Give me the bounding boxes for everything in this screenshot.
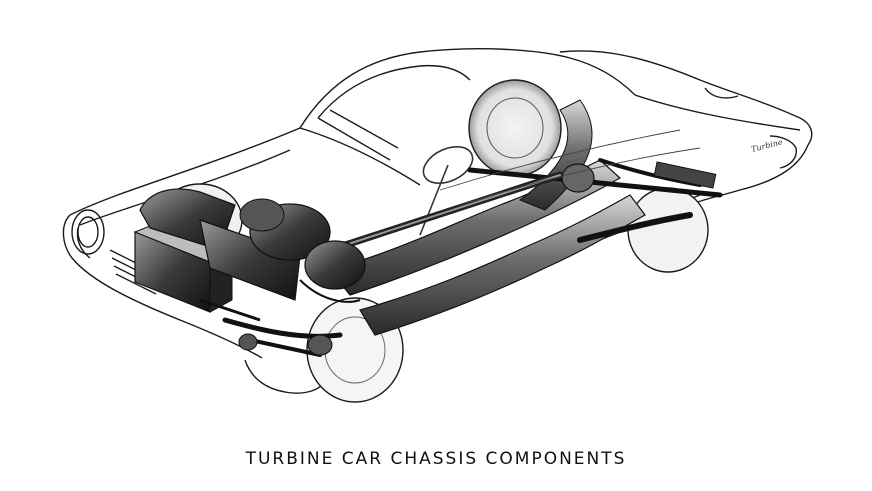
- turbine-engine: [239, 198, 366, 303]
- turbine-car-cutaway-illustration: Turbine: [62, 47, 813, 403]
- air-intake-housing: [139, 188, 301, 301]
- turbine-script-badge: Turbine: [750, 137, 783, 154]
- rear-axle-assembly: [467, 158, 723, 243]
- rear-left-wheel: [627, 187, 709, 273]
- steering-wheel: [419, 146, 474, 236]
- figure-caption: TURBINE CAR CHASSIS COMPONENTS: [245, 449, 627, 469]
- driveshaft: [326, 171, 564, 254]
- front-suspension: [199, 298, 343, 357]
- exhaust-ducts: [328, 99, 646, 336]
- body-trim-lines: [439, 129, 701, 206]
- rear-right-wheel: [468, 79, 562, 177]
